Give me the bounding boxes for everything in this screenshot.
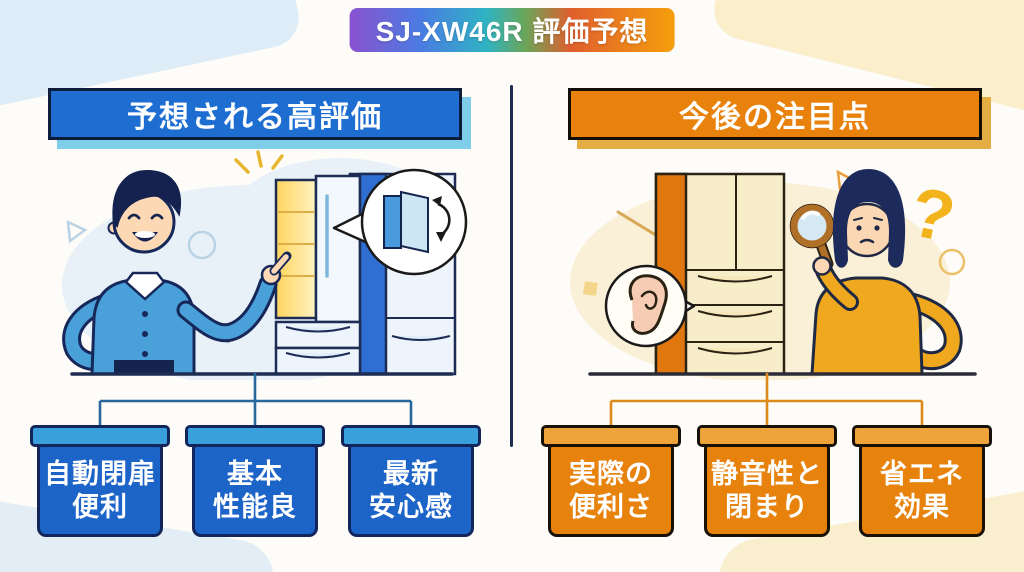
- man-pointing-at-fridge-illustration: [62, 150, 468, 380]
- tag-box-energy-saving: 省エネ効果: [852, 425, 992, 537]
- tag-box-lid: [852, 425, 992, 447]
- center-divider: [510, 85, 513, 447]
- page-title: SJ-XW46R 評価予想: [349, 8, 675, 52]
- left-panel-header: 予想される高評価: [48, 88, 462, 140]
- tag-box-latest-assurance: 最新安心感: [341, 425, 481, 537]
- listening-ear-bubble: [604, 264, 696, 348]
- tag-box-label: 省エネ: [880, 458, 964, 489]
- tag-box-lid: [341, 425, 481, 447]
- tag-box-label: 静音性と: [711, 458, 823, 489]
- right-branch-connector: [609, 373, 924, 425]
- ear-icon: [628, 274, 668, 335]
- hand-holding-magnifier: [812, 256, 832, 276]
- right-panel-header: 今後の注目点: [568, 88, 982, 140]
- refrigerator-cream-illustration: [654, 172, 786, 376]
- circle-decoration: [938, 248, 966, 276]
- circle-decoration: [187, 230, 217, 260]
- tag-box-lid: [541, 425, 681, 447]
- tag-box-label: 最新: [383, 458, 439, 489]
- tag-box-label: 閉まり: [725, 491, 809, 522]
- square-decoration: [583, 281, 598, 296]
- tag-box-lid: [30, 425, 170, 447]
- tag-box-lid: [697, 425, 837, 447]
- woman-character: [789, 168, 963, 376]
- tag-box-label: 基本: [227, 458, 283, 489]
- man-character: [62, 169, 292, 376]
- woman-inspecting-fridge-illustration: ?: [570, 168, 977, 380]
- tag-box-label: 効果: [894, 491, 950, 522]
- auto-close-door-rotate-icon: [383, 190, 451, 254]
- auto-close-door-bubble: [332, 168, 468, 276]
- sparkle-lines: [234, 150, 284, 174]
- tag-box-label: 実際の: [569, 458, 653, 489]
- question-mark: ?: [903, 172, 961, 257]
- tag-box-quietness-closing: 静音性と閉まり: [697, 425, 837, 537]
- tag-box-label: 自動閉扉: [44, 458, 156, 489]
- triangle-decoration: [66, 219, 88, 244]
- tag-box-basic-performance: 基本性能良: [185, 425, 325, 537]
- tag-box-label: 性能良: [213, 491, 297, 522]
- magnifying-glass-icon: [789, 203, 835, 270]
- woman-hair: [832, 168, 906, 268]
- man-hair: [112, 169, 182, 228]
- tag-box-auto-door: 自動閉扉便利: [30, 425, 170, 537]
- tag-box-label: 安心感: [369, 491, 453, 522]
- tag-box-actual-convenience: 実際の便利さ: [541, 425, 681, 537]
- tag-box-label: 便利: [72, 491, 128, 522]
- tag-box-label: 便利さ: [569, 491, 653, 522]
- tag-box-lid: [185, 425, 325, 447]
- left-branch-connector: [98, 373, 413, 425]
